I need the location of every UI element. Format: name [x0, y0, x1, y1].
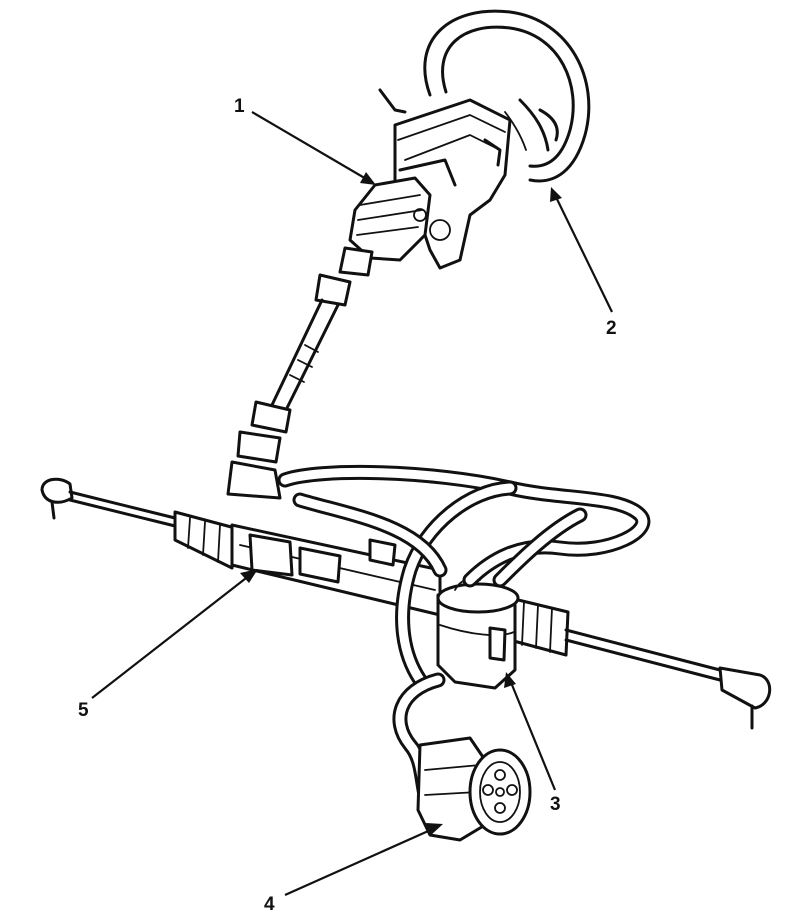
callout-4: 4 [264, 894, 275, 915]
steering-column [338, 88, 512, 277]
steering-wheel [423, 9, 591, 183]
fluid-reservoir [436, 577, 520, 690]
callout-2: 2 [606, 318, 617, 339]
hydraulic-hoses [277, 464, 651, 818]
callout-3: 3 [550, 794, 561, 815]
callout-5: 5 [78, 700, 89, 721]
callout-leaders [91, 111, 613, 897]
power-steering-pump [416, 736, 532, 842]
intermediate-shaft [226, 273, 352, 500]
steering-gear-rack [40, 477, 771, 730]
callout-1: 1 [234, 96, 245, 117]
